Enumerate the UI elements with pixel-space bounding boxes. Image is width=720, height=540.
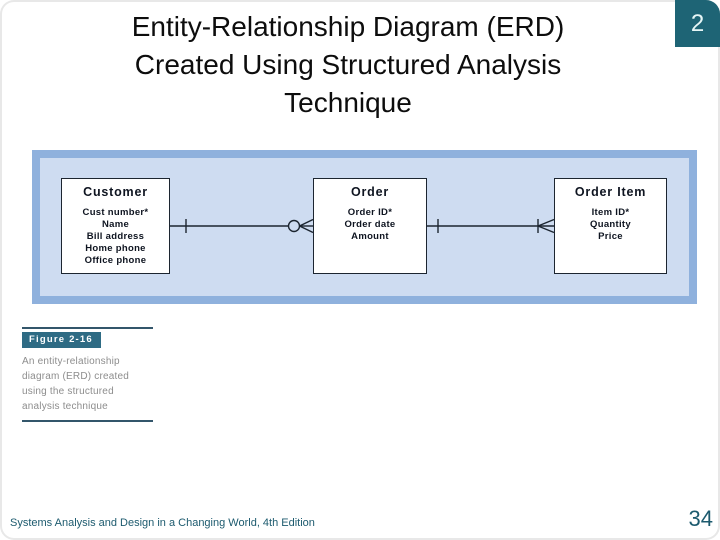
footer-text: Systems Analysis and Design in a Changin… bbox=[10, 517, 315, 529]
entity-customer: Customer Cust number* Name Bill address … bbox=[61, 178, 170, 274]
page-badge: 2 bbox=[675, 0, 720, 47]
figure-top-rule bbox=[22, 327, 153, 329]
relationship-connectors bbox=[170, 218, 555, 234]
attribute: Order date bbox=[344, 219, 396, 230]
entity-order: Order Order ID* Order date Amount bbox=[313, 178, 427, 274]
figure-caption-line: An entity-relationship bbox=[22, 356, 120, 367]
attribute: Home phone bbox=[85, 243, 146, 254]
crow-foot bbox=[299, 218, 314, 227]
slide-title-line: Created Using Structured Analysis bbox=[134, 49, 562, 80]
erd-diagram-panel: Customer Cust number* Name Bill address … bbox=[32, 150, 697, 304]
connector-customer-order bbox=[170, 218, 314, 234]
attribute: Quantity bbox=[590, 219, 631, 230]
crow-foot bbox=[299, 225, 314, 234]
attribute: Item ID* bbox=[591, 207, 630, 218]
slide-title-line: Entity-Relationship Diagram (ERD) bbox=[131, 11, 565, 42]
figure-caption: An entity-relationship diagram (ERD) cre… bbox=[22, 354, 153, 414]
crow-foot bbox=[537, 218, 555, 227]
entity-title: Order bbox=[350, 185, 390, 199]
figure-caption-line: using the structured bbox=[22, 386, 114, 397]
cardinality-zero-circle bbox=[287, 219, 301, 233]
entity-title: Customer bbox=[83, 185, 148, 199]
entity-attributes: Item ID* Quantity Price bbox=[555, 207, 666, 243]
page-number: 34 bbox=[688, 506, 713, 531]
attribute: Bill address bbox=[86, 231, 145, 242]
figure-caption-block: Figure 2-16 An entity-relationship diagr… bbox=[22, 327, 153, 422]
figure-bottom-rule bbox=[22, 420, 153, 422]
attribute: Office phone bbox=[84, 255, 147, 266]
entity-title: Order Item bbox=[574, 185, 647, 199]
figure-caption-line: diagram (ERD) created bbox=[22, 371, 130, 382]
slide-title-line: Technique bbox=[284, 87, 412, 118]
entity-attributes: Order ID* Order date Amount bbox=[314, 207, 426, 243]
attribute: Cust number* bbox=[82, 207, 149, 218]
attribute: Order ID* bbox=[347, 207, 393, 218]
figure-caption-line: analysis technique bbox=[22, 401, 108, 412]
figure-label: Figure 2-16 bbox=[22, 332, 101, 348]
attribute: Amount bbox=[351, 231, 389, 242]
crow-foot bbox=[537, 225, 555, 234]
attribute: Price bbox=[598, 231, 623, 242]
attribute: Name bbox=[101, 219, 130, 230]
page-badge-number: 2 bbox=[690, 9, 705, 37]
entity-attributes: Cust number* Name Bill address Home phon… bbox=[62, 207, 169, 267]
entity-order-item: Order Item Item ID* Quantity Price bbox=[554, 178, 667, 274]
slide-title: Entity-Relationship Diagram (ERD) Create… bbox=[18, 8, 678, 122]
connector-order-orderitem bbox=[427, 218, 555, 234]
